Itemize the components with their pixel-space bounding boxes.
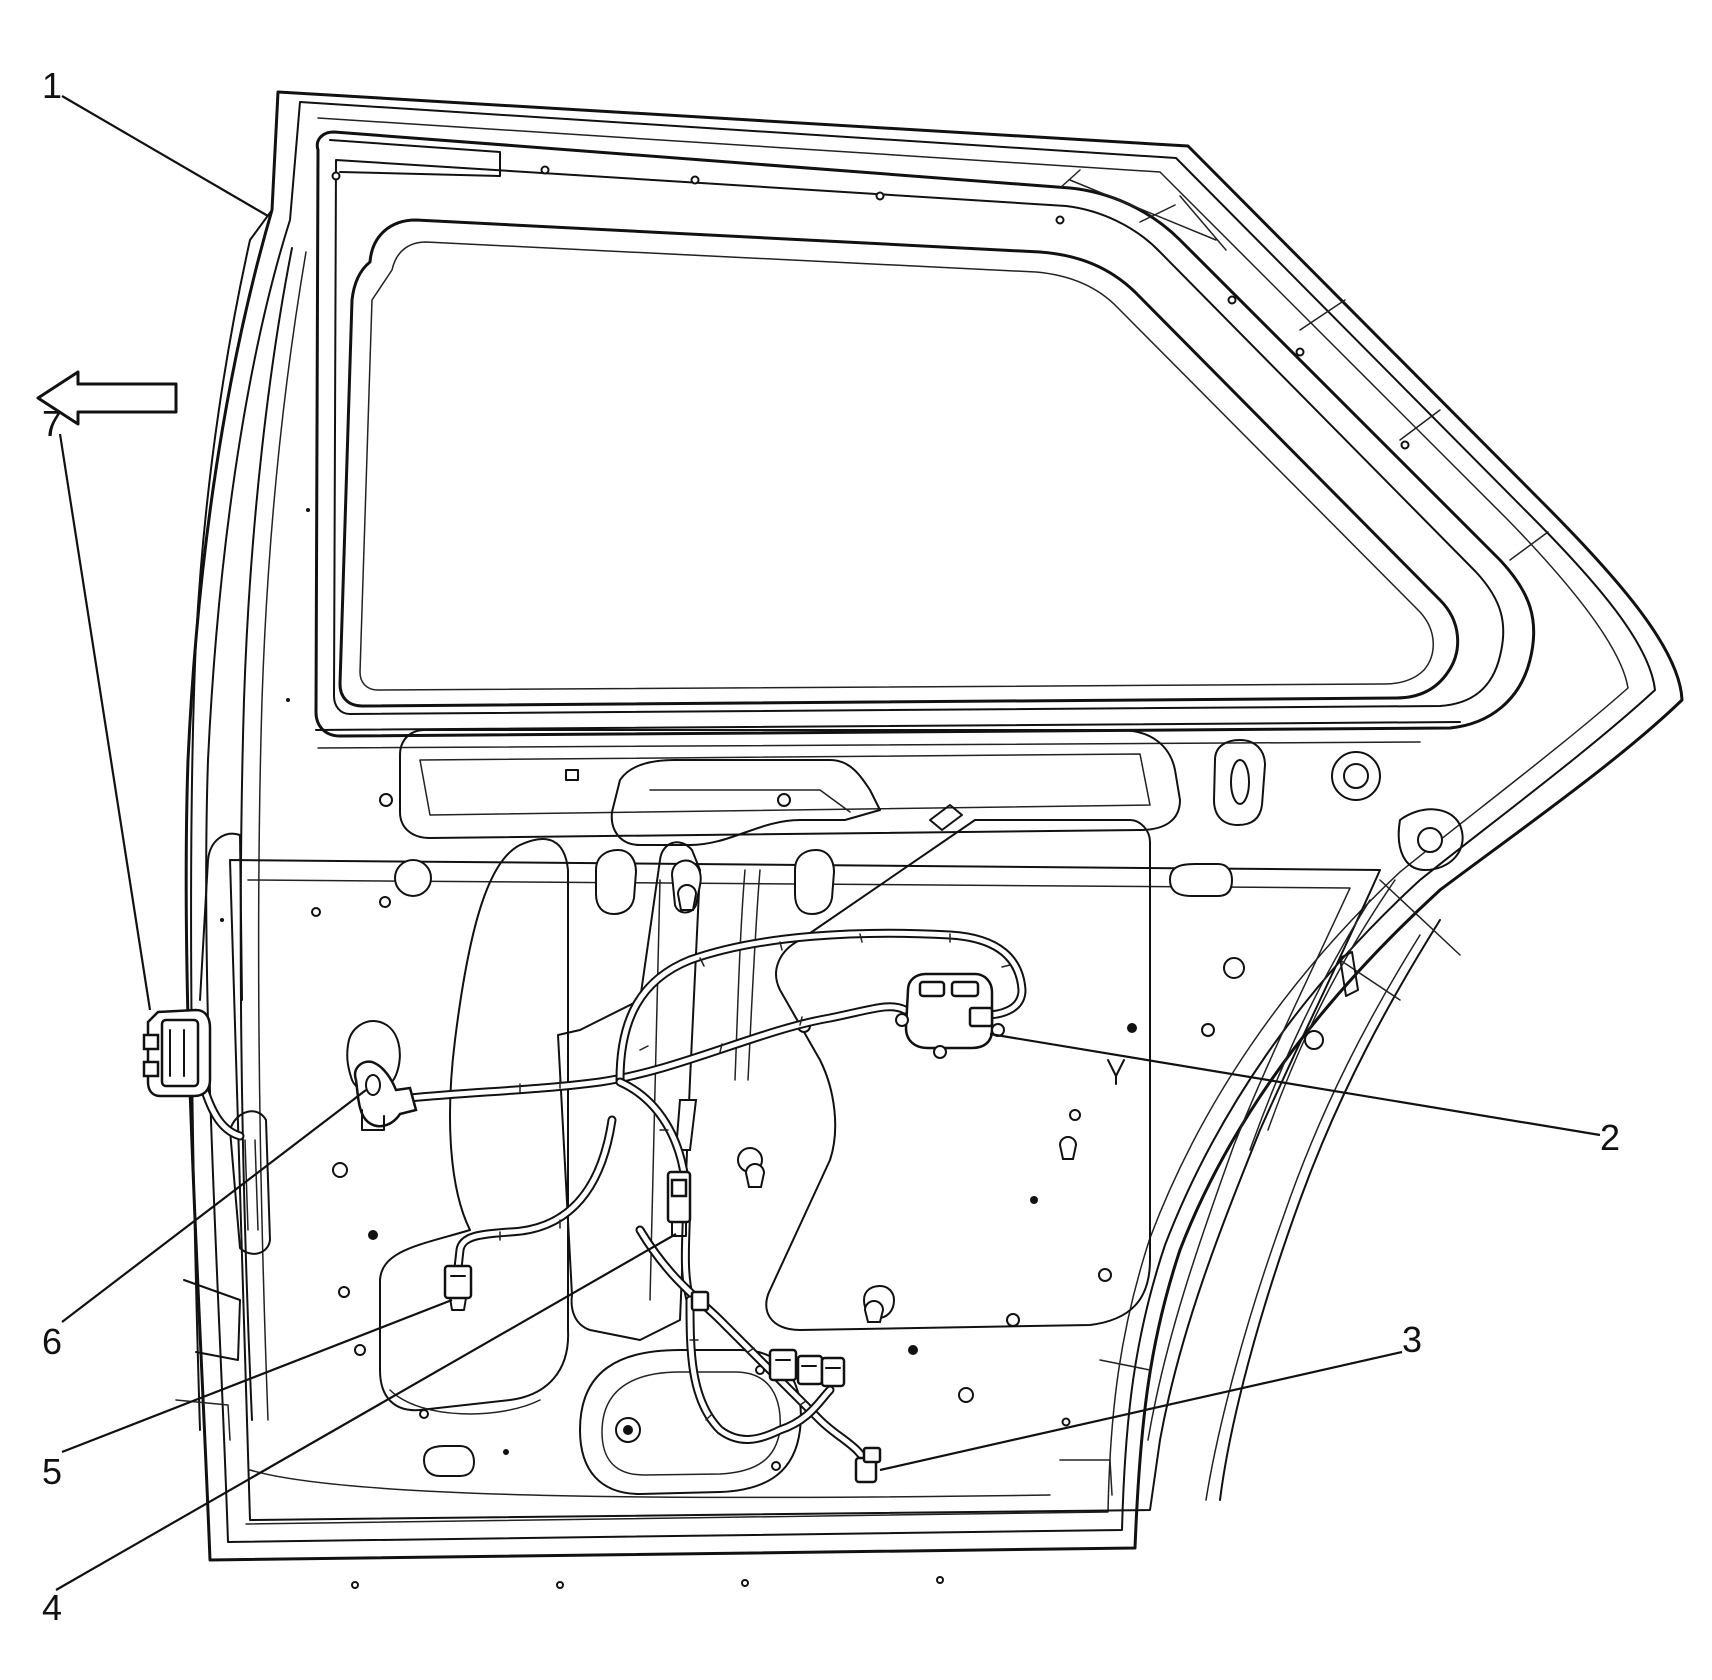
callout-2: 2 (1600, 1117, 1620, 1158)
left-arrow-icon (36, 370, 178, 426)
leader-lines (55, 95, 1601, 1591)
leader-7 (58, 433, 152, 1011)
leader-2 (989, 1032, 1601, 1137)
callout-1: 1 (42, 65, 62, 106)
switch-connector (443, 1264, 473, 1311)
leader-1 (61, 95, 269, 217)
door-module (895, 972, 1005, 1059)
window-switch-connector (666, 1170, 692, 1237)
callout-labels: 1 2 3 4 5 6 7 (42, 65, 1620, 1628)
leader-6 (61, 1089, 367, 1323)
callout-4: 4 (42, 1587, 62, 1628)
speaker-connectors (768, 1348, 846, 1388)
front-door-connector (142, 1008, 212, 1098)
harness-connector (854, 1446, 882, 1484)
leader-3 (879, 1350, 1403, 1472)
door-wiring-harness (195, 928, 1027, 1475)
harness-grommet (353, 1060, 418, 1131)
callout-7: 7 (42, 403, 62, 444)
leader-4 (55, 1233, 677, 1591)
leader-5 (61, 1298, 453, 1454)
callout-5: 5 (42, 1451, 62, 1492)
callout-3: 3 (1402, 1319, 1422, 1360)
callout-6: 6 (42, 1321, 62, 1362)
latch-connector (690, 1290, 710, 1312)
door-panel (175, 90, 1684, 1589)
